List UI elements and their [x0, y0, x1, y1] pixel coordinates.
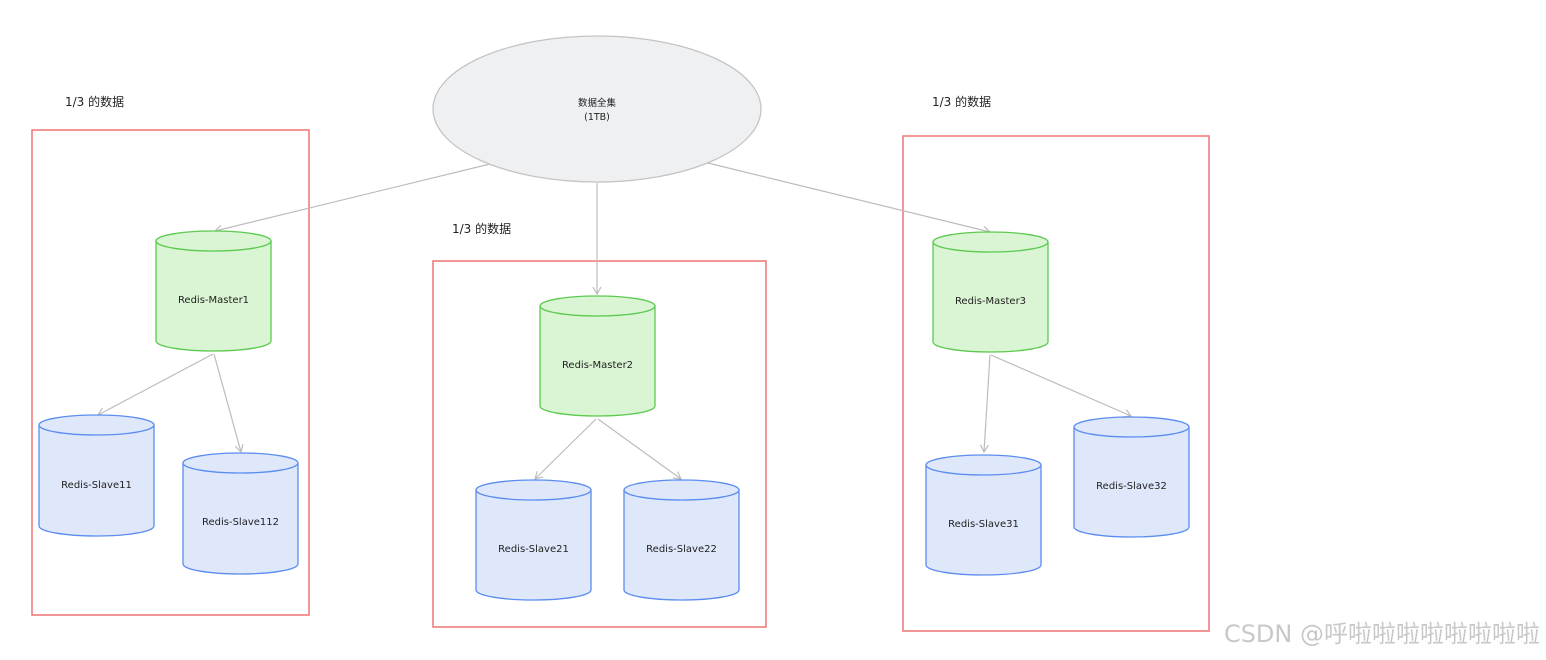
- slave-label-32: Redis-Slave32: [1096, 481, 1167, 492]
- slave-node-11: Redis-Slave11: [38, 414, 155, 537]
- edge-master3-slave31: [979, 354, 991, 454]
- master-node-3: Redis-Master3: [932, 231, 1049, 353]
- slave-label-11: Redis-Slave11: [61, 480, 132, 491]
- edges: [96, 162, 1133, 480]
- group-box-2: [432, 260, 767, 628]
- edge-master1-slave11: [96, 353, 214, 416]
- edge-root-master3: [707, 162, 992, 235]
- edge-root-master1: [213, 163, 491, 234]
- slave-node-21: Redis-Slave21: [475, 479, 592, 601]
- root-subtitle: (1TB): [584, 112, 610, 123]
- group-box-3: [902, 135, 1210, 632]
- master-node-2: Redis-Master2: [539, 295, 656, 417]
- slave-node-22: Redis-Slave22: [623, 479, 740, 601]
- master-label-2: Redis-Master2: [562, 360, 633, 371]
- edge-master2-slave22: [597, 418, 682, 480]
- edge-master1-slave112: [213, 353, 244, 454]
- group-label-1: 1/3 的数据: [65, 94, 124, 109]
- master-label-3: Redis-Master3: [955, 296, 1026, 307]
- slave-node-32: Redis-Slave32: [1073, 416, 1190, 538]
- group-label-3: 1/3 的数据: [932, 94, 991, 109]
- slave-label-112: Redis-Slave112: [202, 517, 279, 528]
- master-node-1: Redis-Master1: [155, 230, 272, 352]
- root-node: 数据全集 (1TB): [432, 35, 762, 183]
- master-label-1: Redis-Master1: [178, 295, 249, 306]
- group-box-1: [31, 129, 310, 616]
- slave-label-21: Redis-Slave21: [498, 544, 569, 555]
- slave-node-31: Redis-Slave31: [925, 454, 1042, 576]
- edge-master2-slave21: [534, 418, 597, 480]
- slave-node-112: Redis-Slave112: [182, 452, 299, 575]
- group-label-2: 1/3 的数据: [452, 221, 511, 236]
- watermark-text: CSDN @呼啦啦啦啦啦啦啦啦: [1224, 620, 1540, 648]
- slave-label-31: Redis-Slave31: [948, 519, 1019, 530]
- slave-label-22: Redis-Slave22: [646, 544, 717, 555]
- root-title: 数据全集: [578, 97, 617, 109]
- edge-master3-slave32: [990, 354, 1133, 418]
